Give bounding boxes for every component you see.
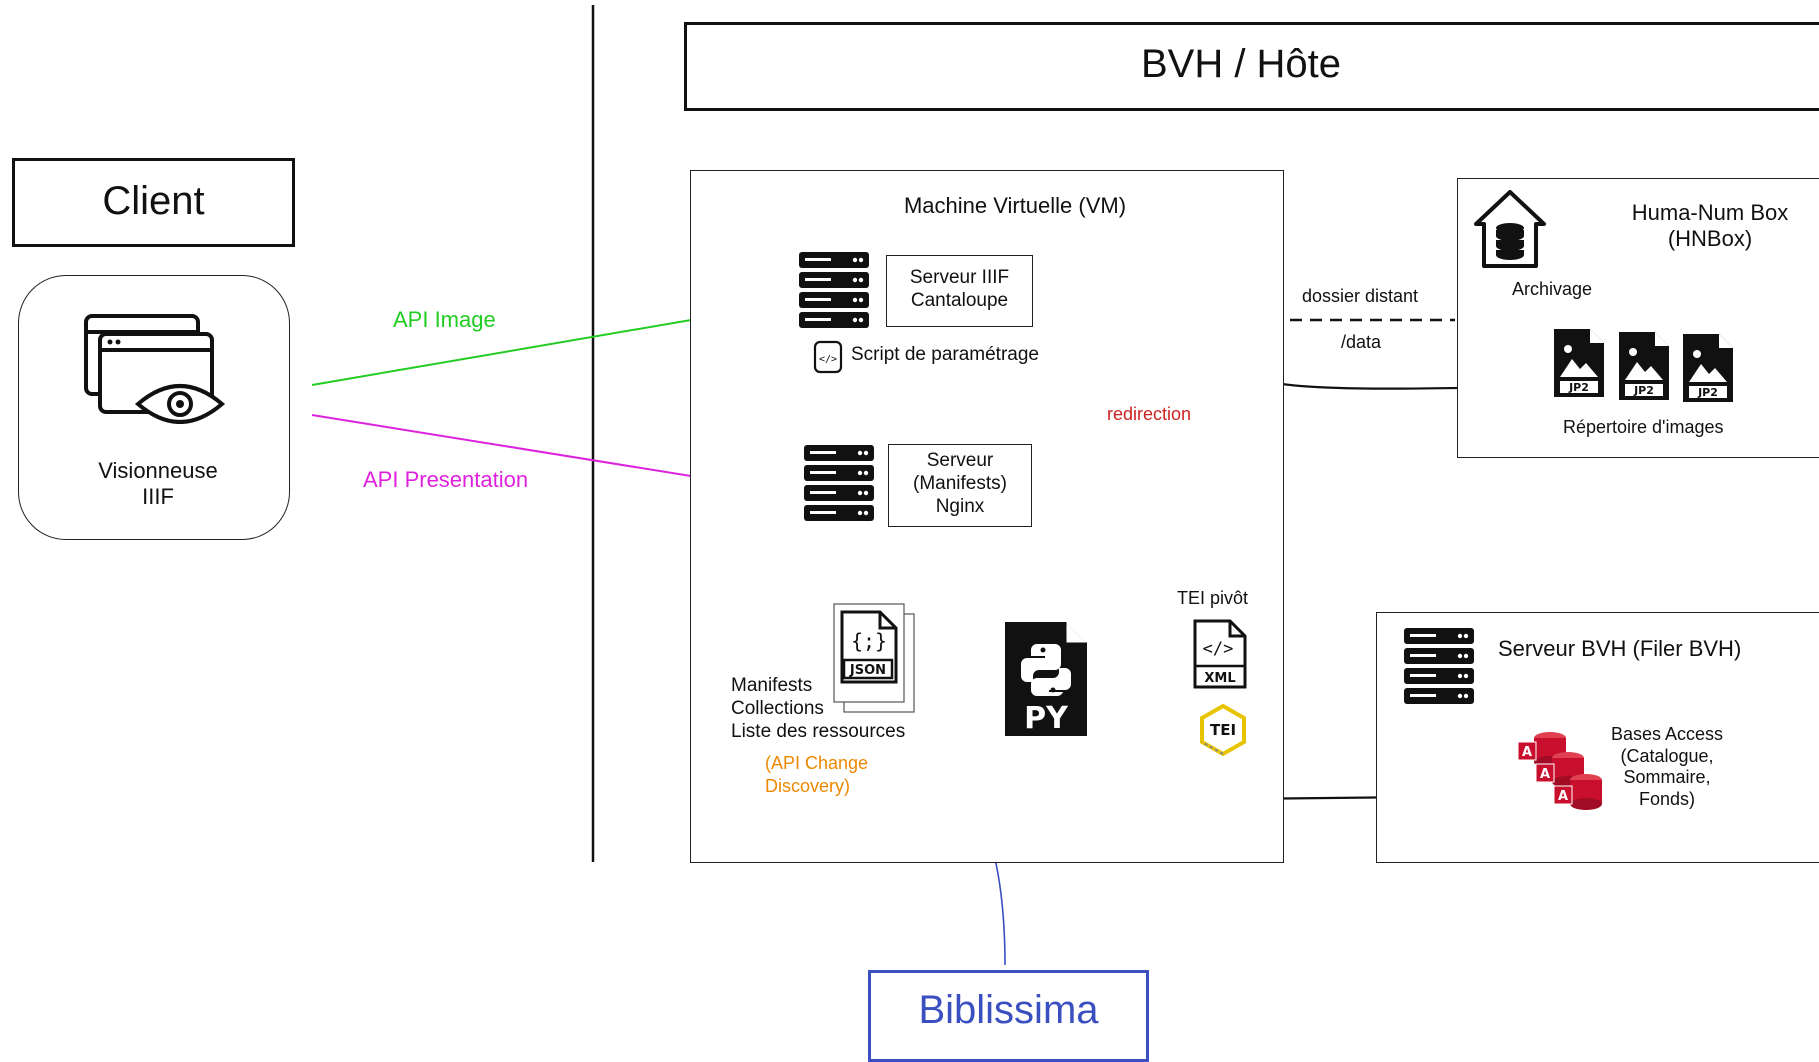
tei-pivot-label: TEI pivôt — [1177, 588, 1249, 608]
script-label: Script de paramétrage — [851, 344, 1039, 365]
access-db-line1: Bases Access — [1610, 724, 1724, 744]
bvh-server-title: Serveur BVH (Filer BVH) — [1498, 636, 1742, 661]
svg-text:</>: </> — [1203, 639, 1234, 659]
host-header-title: BVH / Hôte — [1140, 42, 1342, 86]
jp2-text: JP2 — [1568, 381, 1589, 394]
viewer-label: Visionneuse IIIF — [18, 458, 298, 511]
access-db-label: Bases Access (Catalogue, Sommaire, Fonds… — [1592, 724, 1742, 810]
change-discovery-label: (API Change Discovery) — [765, 752, 868, 799]
manifest-server-line2: (Manifests) — [913, 472, 1007, 494]
hnbox-title: Huma-Num Box (HNBox) — [1600, 200, 1819, 253]
xml-icon-text: XML — [1204, 671, 1235, 686]
archive-home-icon — [1474, 190, 1546, 268]
access-letter: A — [1522, 745, 1532, 760]
xml-file-icon: </> XML — [1193, 619, 1247, 689]
biblissima-label: Biblissima — [918, 988, 1099, 1032]
server-icon — [799, 252, 869, 328]
json-file-icon: {;} JSON — [833, 603, 915, 713]
images-label: Répertoire d'images — [1563, 417, 1724, 437]
change-discovery-line1: (API Change — [765, 753, 869, 773]
iiif-server-label: Serveur IIIF Cantaloupe — [886, 267, 1033, 313]
archive-label: Archivage — [1512, 279, 1593, 299]
iiif-server-line2: Cantaloupe — [910, 289, 1009, 311]
hnbox-title-line2: (HNBox) — [1667, 226, 1753, 252]
remote-folder-label: dossier distant — [1302, 286, 1419, 306]
python-file-icon: PY — [1005, 622, 1087, 736]
iiif-server-line1: Serveur IIIF — [909, 267, 1010, 288]
redirection-label: redirection — [1107, 404, 1192, 424]
browser-eye-icon — [84, 314, 226, 424]
access-letter: A — [1540, 767, 1550, 782]
manifests-line1: Manifests — [731, 675, 813, 696]
access-db-line4: Fonds) — [1638, 788, 1696, 809]
manifests-label: Manifests Collections Liste des ressourc… — [731, 675, 905, 743]
hnbox-title-line1: Huma-Num Box — [1631, 200, 1789, 225]
jp2-text: JP2 — [1697, 386, 1718, 399]
jp2-image-icon: JP2 — [1554, 329, 1604, 397]
client-title: Client — [102, 179, 205, 223]
remote-path-label: /data — [1341, 332, 1382, 352]
access-db-line3: Sommaire, — [1623, 767, 1711, 788]
tei-logo-icon: TEI — [1200, 703, 1246, 757]
client-title-box — [12, 158, 295, 247]
manifests-line2: Collections — [731, 697, 824, 719]
iiif-server-box — [886, 255, 1033, 327]
api-presentation-label: API Presentation — [363, 467, 529, 492]
svg-text:{;}: {;} — [851, 629, 887, 653]
vm-title: Machine Virtuelle (VM) — [903, 193, 1127, 218]
manifest-server-label: Serveur (Manifests) Nginx — [888, 450, 1032, 518]
access-db-line2: (Catalogue, — [1620, 745, 1714, 766]
change-discovery-line2: Discovery) — [765, 776, 851, 797]
tei-logo-text: TEI — [1210, 721, 1236, 739]
jp2-text: JP2 — [1633, 384, 1654, 397]
json-icon-text: JSON — [849, 663, 886, 678]
manifests-line3: Liste des ressources — [731, 720, 906, 742]
manifest-server-line3: Nginx — [935, 495, 985, 517]
svg-text:</>: </> — [819, 354, 837, 365]
code-file-icon: </> — [813, 340, 843, 374]
access-database-icon: A A A — [1517, 732, 1602, 810]
jp2-image-icon: JP2 — [1683, 334, 1733, 402]
server-icon — [804, 445, 874, 521]
manifest-server-line1: Serveur — [926, 450, 994, 471]
host-header-box — [684, 22, 1819, 111]
jp2-image-icon: JP2 — [1619, 332, 1669, 400]
access-letter: A — [1558, 789, 1568, 804]
server-icon — [1404, 628, 1474, 704]
api-image-label: API Image — [393, 307, 496, 332]
manifest-server-box — [888, 444, 1032, 527]
viewer-label-line2: IIIF — [142, 484, 174, 510]
py-icon-text: PY — [1024, 701, 1069, 736]
viewer-label-line1: Visionneuse — [98, 458, 218, 483]
